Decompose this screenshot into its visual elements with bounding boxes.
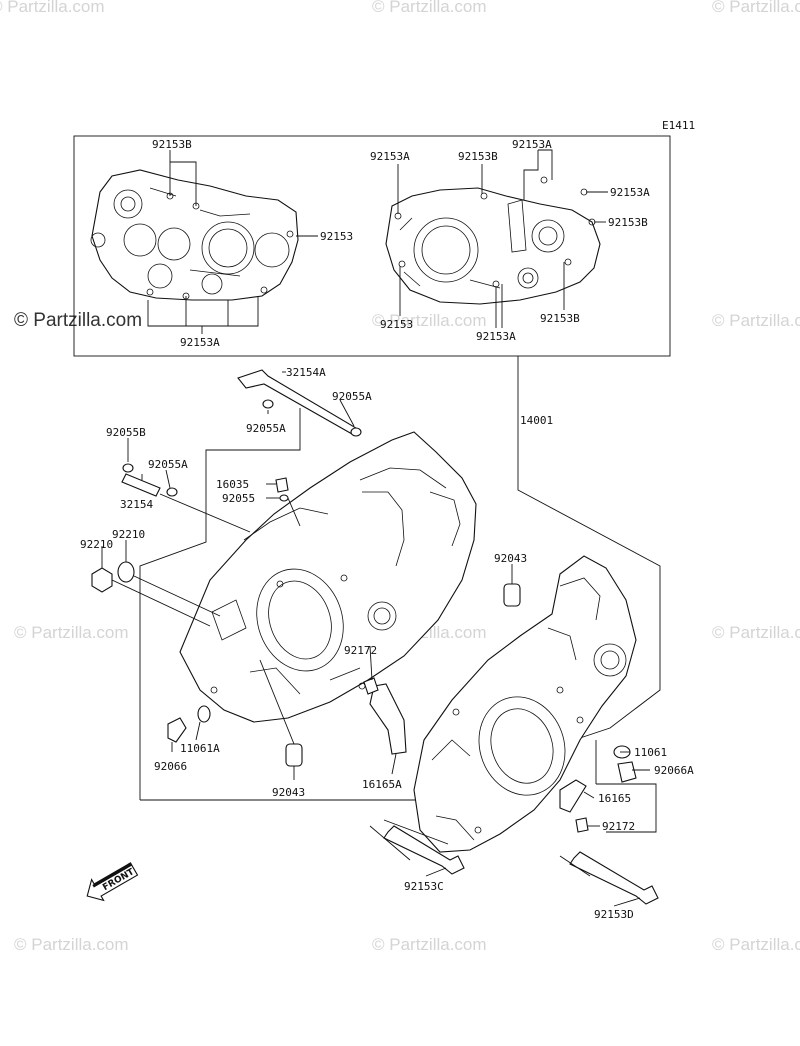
inset-leader-lines: [147, 149, 608, 334]
label-92153B-top-mid: 92153B: [458, 150, 498, 163]
part-16035: [275, 477, 289, 493]
part-92055A-oring-right: [350, 427, 362, 437]
label-32154: 32154: [120, 498, 153, 511]
label-92066A: 92066A: [654, 764, 694, 777]
part-92172-bottom: [575, 817, 589, 833]
label-16165: 16165: [598, 792, 631, 805]
watermark-mid-right: © Partzilla.com: [712, 623, 800, 642]
part-92043-bottom: [285, 743, 303, 767]
left-crankcase-half: [179, 431, 477, 723]
label-92153B-right: 92153B: [608, 216, 648, 229]
label-14001: 14001: [520, 414, 553, 427]
label-16165A: 16165A: [362, 778, 402, 791]
part-92210-collar: [117, 561, 135, 583]
watermark-bottom-right: © Partzilla.com: [712, 935, 800, 954]
part-32154: [121, 473, 161, 497]
label-11061: 11061: [634, 746, 667, 759]
label-92055: 92055: [222, 492, 255, 505]
label-92210-left: 92210: [80, 538, 113, 551]
label-92153A-right: 92153A: [610, 186, 650, 199]
label-92153A-top-mid: 92153A: [370, 150, 410, 163]
left-assembly-bracket: [139, 408, 301, 800]
watermark-left-dark: © Partzilla.com: [14, 310, 142, 331]
watermark-top-mid: © Partzilla.com: [372, 0, 487, 16]
label-92153A-bottom-mid: 92153A: [476, 330, 516, 343]
part-92055A-oring-left: [262, 399, 274, 409]
part-16165: [559, 779, 587, 813]
label-92153B-bottom-right: 92153B: [540, 312, 580, 325]
label-92210-right: 92210: [112, 528, 145, 541]
main-leader-lines: [101, 371, 650, 907]
label-92066: 92066: [154, 760, 187, 773]
watermark-top-left: © Partzilla.com: [0, 0, 105, 16]
label-92153B-top-left: 92153B: [152, 138, 192, 151]
case-assembly-bracket: [517, 356, 661, 741]
label-92172-bottom: 92172: [602, 820, 635, 833]
right-assembly-bracket: [595, 740, 657, 833]
label-92043-right: 92043: [494, 552, 527, 565]
diagram-code: E1411: [662, 119, 695, 132]
label-92172-mid: 92172: [344, 644, 377, 657]
part-92055A-mid: [166, 487, 178, 497]
label-92153D: 92153D: [594, 908, 634, 921]
label-92043-bottom: 92043: [272, 786, 305, 799]
small-parts: [91, 369, 659, 905]
label-16035: 16035: [216, 478, 249, 491]
part-92172-mid: [363, 677, 379, 695]
right-crankcase-half: [413, 555, 637, 853]
label-92055B: 92055B: [106, 426, 146, 439]
label-92153-bottom-mid: 92153: [380, 318, 413, 331]
part-92066A: [617, 761, 637, 783]
watermark-upper-mid: © Partzilla.com: [372, 311, 487, 330]
watermark-bottom-left: © Partzilla.com: [14, 935, 129, 954]
inset-right-case-half: [385, 176, 601, 305]
part-92066: [167, 717, 187, 743]
label-92055A-mid: 92055A: [148, 458, 188, 471]
watermark-bottom-mid: © Partzilla.com: [372, 935, 487, 954]
part-92153D: [569, 851, 659, 905]
part-92043-right: [503, 583, 521, 607]
front-direction-arrow: FRONT: [86, 862, 139, 902]
inset-left-case-half: [90, 169, 299, 301]
part-92210-nut: [91, 567, 113, 593]
watermark-upper-right: © Partzilla.com: [712, 311, 800, 330]
part-92153C: [383, 825, 465, 875]
part-92055B: [122, 463, 134, 473]
part-11061A: [197, 705, 211, 723]
label-92153-left: 92153: [320, 230, 353, 243]
part-92055: [279, 494, 289, 502]
watermark-top-right: © Partzilla.com: [712, 0, 800, 16]
watermark-mid-left: © Partzilla.com: [14, 623, 129, 642]
bolt-location-inset-box: [73, 135, 671, 357]
label-32154A: 32154A: [286, 366, 326, 379]
label-11061A: 11061A: [180, 742, 220, 755]
label-92055A-left: 92055A: [246, 422, 286, 435]
part-labels: 92153B 92153 92153A 92153A 92153B 92153A…: [80, 138, 694, 921]
part-16165A: [369, 683, 407, 755]
label-92153C: 92153C: [404, 880, 444, 893]
label-92153A-bottom-left: 92153A: [180, 336, 220, 349]
label-92055A-right: 92055A: [332, 390, 372, 403]
label-92153A-top-right: 92153A: [512, 138, 552, 151]
